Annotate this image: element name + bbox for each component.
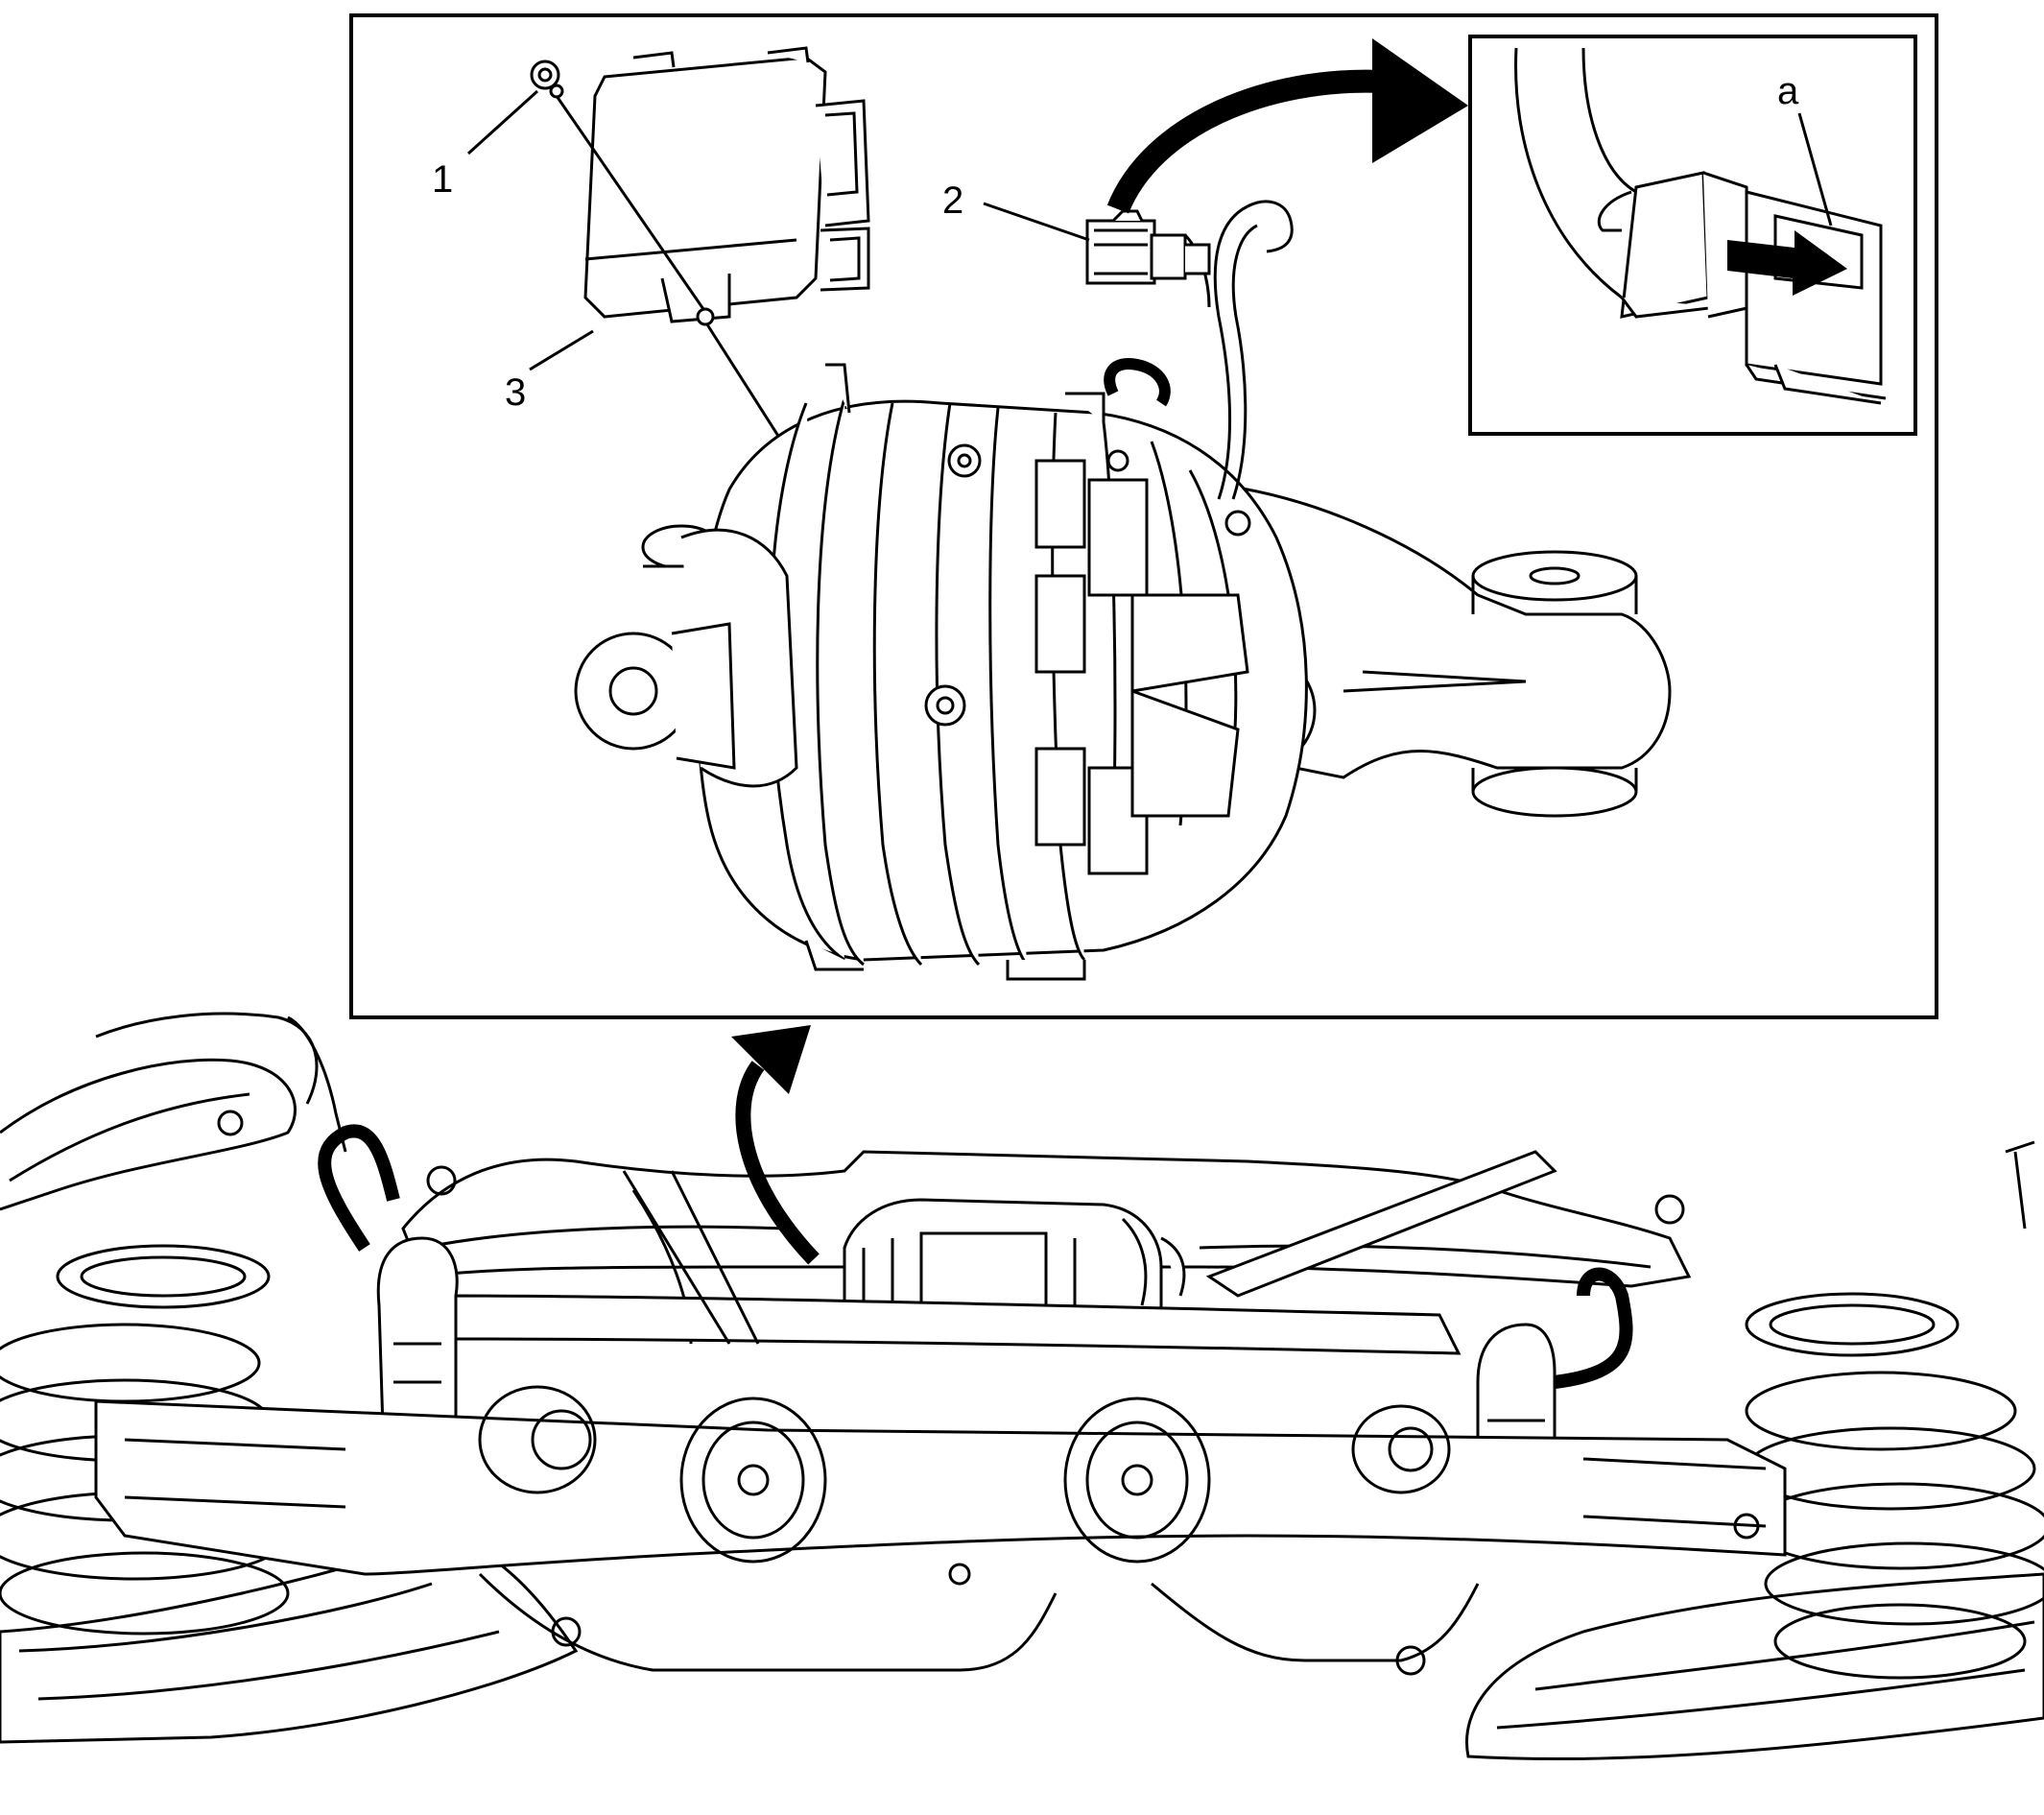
right-stabilizer-link — [2006, 1142, 2034, 1229]
stabilizer-bar — [451, 1296, 1459, 1353]
module-mount-hole — [698, 309, 713, 324]
left-upper-link — [0, 1060, 296, 1209]
callout-2: 2 — [942, 179, 963, 222]
callout-3: 3 — [505, 371, 526, 414]
left-hose — [324, 1131, 393, 1248]
right-hose — [1555, 1275, 1627, 1383]
callout-a: a — [1777, 70, 1799, 112]
callout-1: 1 — [432, 158, 453, 201]
right-coil-spring — [1747, 1294, 2044, 1678]
right-lower-control-arm — [1467, 1574, 2044, 1759]
rear-subframe-assembly — [0, 1014, 2044, 1759]
